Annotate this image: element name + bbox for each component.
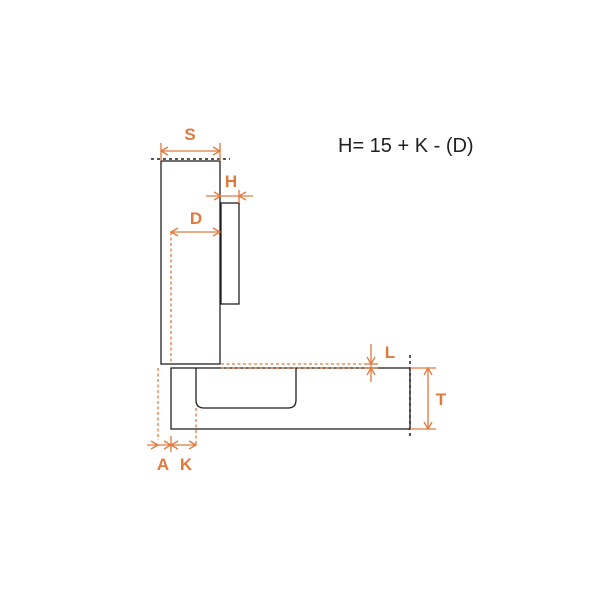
- t-arrow-top: [423, 366, 433, 376]
- k-arrow-left: [169, 440, 179, 450]
- h-label: H: [225, 172, 237, 191]
- k-label: K: [180, 455, 193, 474]
- h-arrow-right: [237, 191, 247, 201]
- s-label: S: [184, 125, 195, 144]
- hinge-arm: [220, 202, 240, 305]
- s-arrow-right: [212, 146, 222, 156]
- a-arrow-left: [150, 440, 160, 450]
- door-panel: [160, 160, 221, 365]
- d-label: D: [190, 209, 202, 228]
- t-label: T: [436, 390, 447, 409]
- h-arrow-left: [213, 191, 223, 201]
- s-arrow-left: [159, 146, 169, 156]
- l-label: L: [385, 343, 395, 362]
- a-label: A: [157, 455, 169, 474]
- k-arrow-right: [188, 440, 198, 450]
- l-arrow-bottom: [366, 366, 376, 376]
- t-arrow-bottom: [423, 421, 433, 431]
- l-arrow-top: [366, 356, 376, 366]
- hinge-cup: [195, 368, 297, 409]
- d-arrow-left: [169, 227, 179, 237]
- d-arrow-right: [212, 227, 222, 237]
- formula-text: H= 15 + K - (D): [338, 135, 474, 157]
- cabinet-panel: [170, 367, 411, 430]
